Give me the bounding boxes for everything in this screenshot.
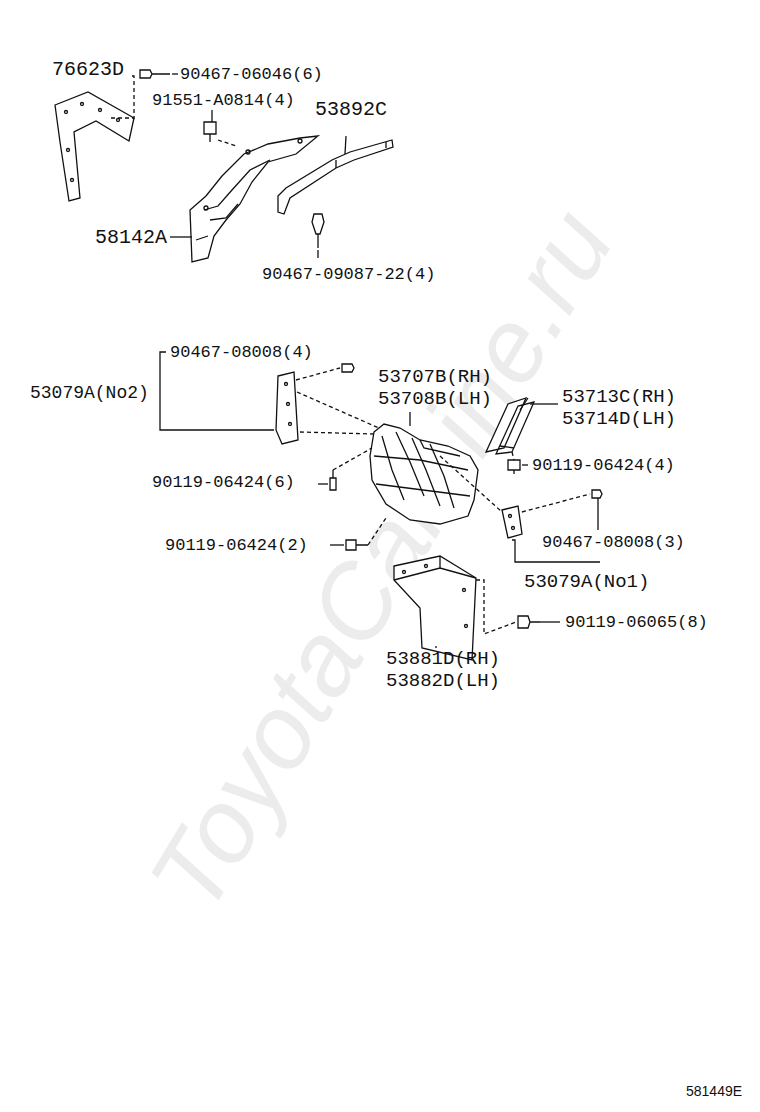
part-number: 53713C(RH) <box>562 388 676 407</box>
part-number: 58142A <box>95 228 167 248</box>
fastener-number: 90119-06424(6) <box>152 474 295 491</box>
part-number: 53881D(RH) <box>386 650 500 669</box>
part-number: 76623D <box>52 60 124 80</box>
diagram-code: 581449E <box>686 1084 742 1098</box>
watermark: ToyotaCarLine.ru <box>132 193 630 927</box>
part-number: 53708B(LH) <box>378 390 492 409</box>
fastener-number: 90119-06424(4) <box>532 457 675 474</box>
part-number: 53892C <box>315 100 387 120</box>
fastener-number: 90467-09087-22(4) <box>262 266 435 283</box>
fastener-number: 90119-06424(2) <box>165 537 308 554</box>
part-number: 53707B(RH) <box>378 368 492 387</box>
part-number: 53079A(No2) <box>30 384 149 402</box>
fastener-number: 91551-A0814(4) <box>152 92 295 109</box>
fastener-number: 90119-06065(8) <box>565 614 708 631</box>
fastener-number: 90467-08008(3) <box>542 534 685 551</box>
part-number: 53714D(LH) <box>562 410 676 429</box>
fastener-number: 90467-08008(4) <box>170 344 313 361</box>
part-number: 53079A(No1) <box>524 573 649 592</box>
fastener-number: 90467-06046(6) <box>180 66 323 83</box>
part-number: 53882D(LH) <box>386 672 500 691</box>
